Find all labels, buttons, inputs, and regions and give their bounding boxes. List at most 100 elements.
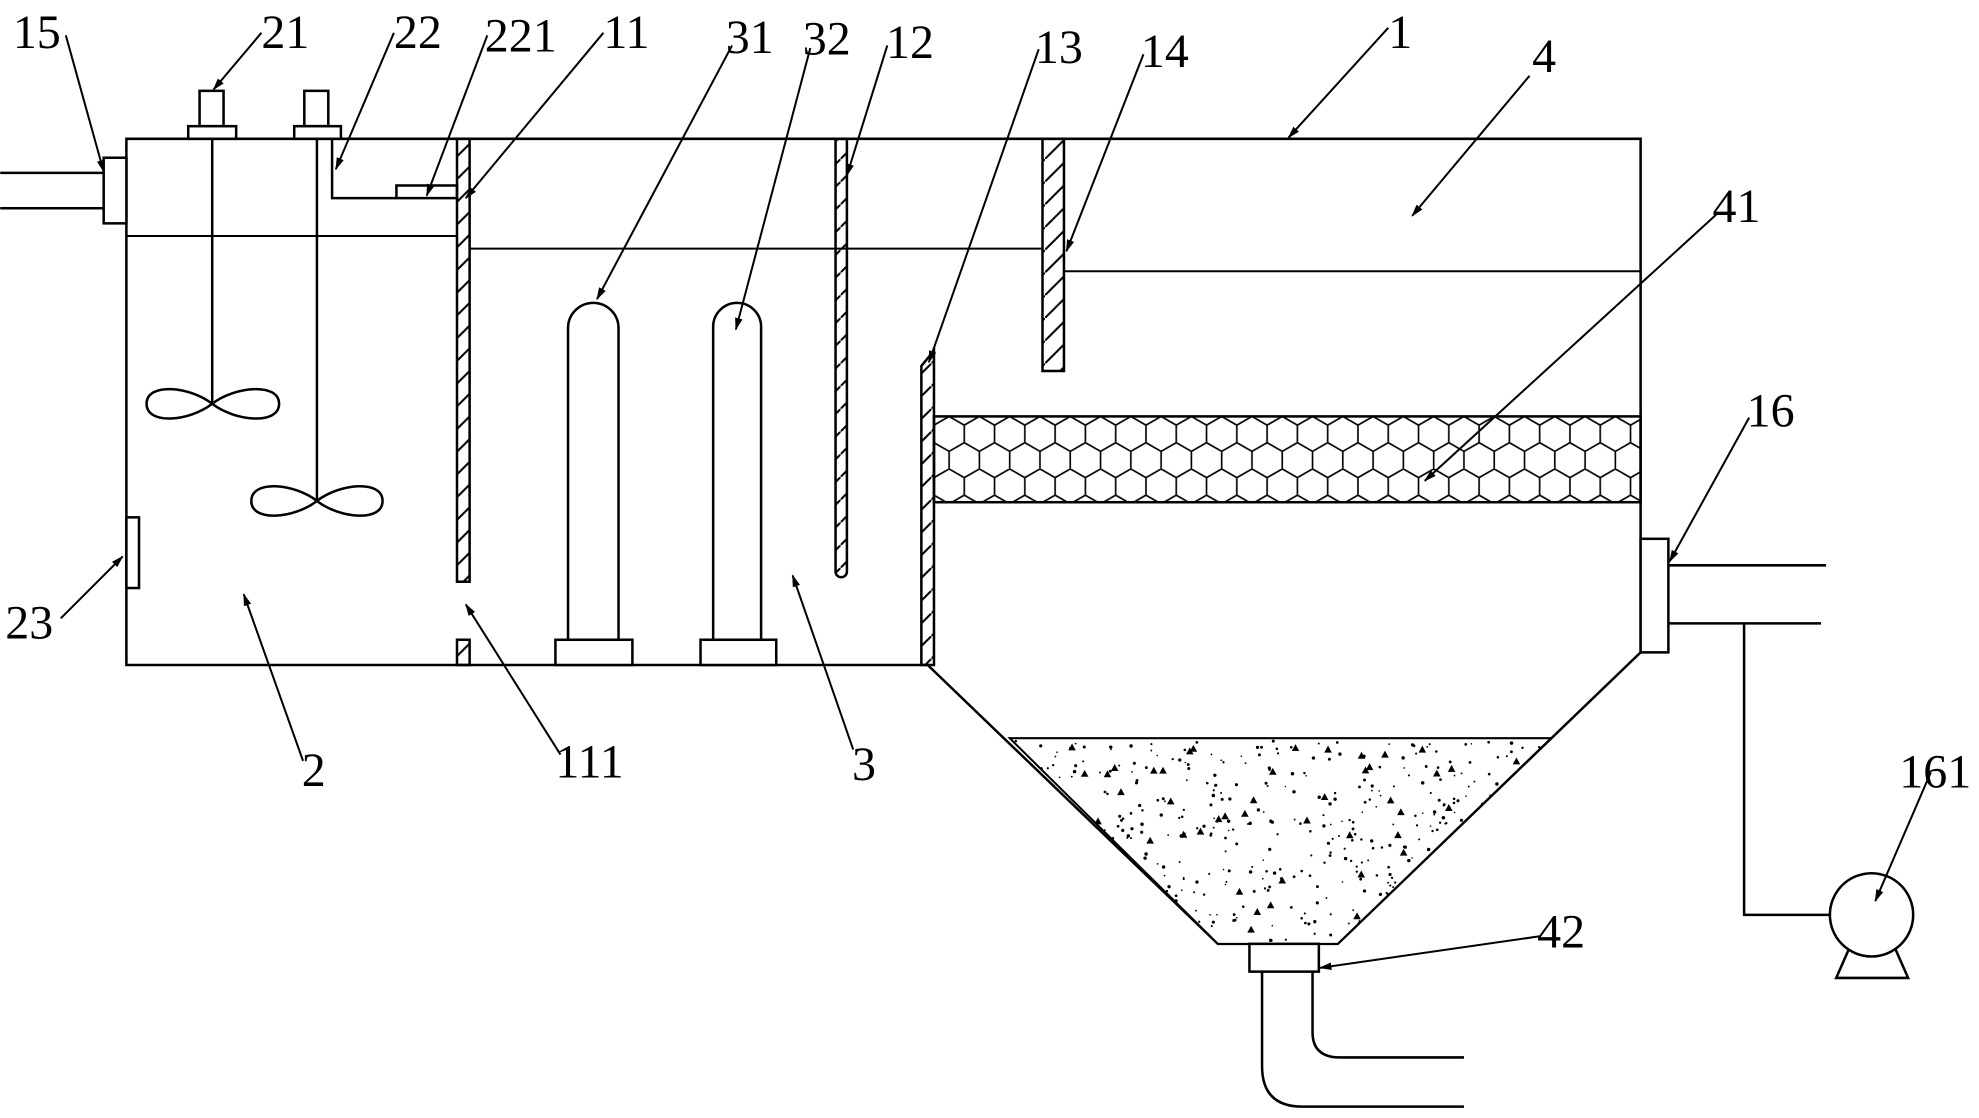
sediment-dot xyxy=(1347,922,1350,925)
sediment-dot xyxy=(1180,921,1184,925)
sediment-dot xyxy=(1410,743,1415,747)
sediment-dot xyxy=(1309,830,1312,833)
sediment-dot xyxy=(1156,798,1160,802)
sediment-dot xyxy=(1388,872,1392,877)
sediment-dot xyxy=(1272,871,1277,875)
sediment-dot xyxy=(1387,865,1390,869)
sediment-dot xyxy=(1458,905,1462,909)
sediment-dot xyxy=(1256,808,1261,812)
sediment-dot xyxy=(1213,773,1217,777)
sediment-dot xyxy=(1111,854,1115,857)
sediment-dot xyxy=(1305,775,1308,777)
sediment-grain xyxy=(1381,750,1389,758)
sediment-dot xyxy=(1505,755,1508,758)
sediment-dot xyxy=(1025,933,1028,936)
sediment-dot xyxy=(1210,753,1213,756)
sediment-grain xyxy=(1044,885,1053,893)
sediment-dot xyxy=(1158,934,1161,937)
sediment-dot xyxy=(1071,846,1075,849)
sediment-grain xyxy=(1353,912,1361,920)
lamp-31 xyxy=(566,301,620,640)
sediment-dot xyxy=(1429,825,1432,827)
sediment-dot xyxy=(1327,757,1331,761)
sediment-dot xyxy=(1328,802,1332,806)
sediment-dot xyxy=(1202,824,1206,828)
sediment-dot xyxy=(1070,902,1074,906)
sediment-dot xyxy=(1178,861,1181,863)
sediment-dot xyxy=(1530,837,1534,841)
leader-line-15 xyxy=(64,35,105,173)
sediment-dot xyxy=(1042,784,1046,788)
sediment-dot xyxy=(1110,748,1112,751)
sediment-dot xyxy=(1329,933,1333,937)
sediment-dot xyxy=(1436,877,1439,880)
sediment-dot xyxy=(1415,824,1419,827)
sediment-dot xyxy=(1333,797,1337,801)
sediment-dot xyxy=(1037,780,1040,783)
leader-line-23 xyxy=(60,555,124,620)
sediment-dot xyxy=(1517,902,1520,905)
sediment-dot xyxy=(1140,830,1144,834)
leader-line-2 xyxy=(242,593,305,762)
sediment-dot xyxy=(1165,889,1169,893)
sediment-dot xyxy=(1176,913,1179,916)
sediment-dot xyxy=(1497,873,1502,877)
sediment-dot xyxy=(1433,860,1437,863)
sediment-dot xyxy=(1125,920,1129,924)
sediment-dot xyxy=(1227,829,1230,832)
sediment-dot xyxy=(1453,774,1456,777)
sediment-dot xyxy=(1323,861,1326,864)
sediment-grain xyxy=(1235,887,1244,895)
sediment-dot xyxy=(1525,810,1528,813)
sediment-dot xyxy=(1010,759,1014,764)
sediment-grain xyxy=(1445,804,1453,811)
sediment-dot xyxy=(1074,827,1078,831)
sediment-dot xyxy=(1445,866,1448,868)
sediment-dot xyxy=(1447,914,1450,918)
part-label-23: 23 xyxy=(5,596,53,649)
sediment-dot xyxy=(1449,896,1452,899)
sediment-dot xyxy=(1292,875,1296,879)
sediment-dot xyxy=(1185,779,1188,782)
sediment-dot xyxy=(1457,840,1461,844)
sediment-dot xyxy=(1503,908,1507,913)
sediment-dot xyxy=(1310,854,1313,857)
sediment-dot xyxy=(1174,894,1178,898)
sediment-dot xyxy=(1120,818,1123,822)
sediment-grain xyxy=(1406,923,1414,931)
sediment-dot xyxy=(1167,885,1171,889)
sediment-dot xyxy=(1453,811,1456,814)
leader-line-21 xyxy=(212,32,263,91)
sediment-dot xyxy=(1419,915,1422,918)
sediment-dot xyxy=(1074,742,1077,745)
sediment-dot xyxy=(1178,758,1182,762)
sediment-grain xyxy=(1345,831,1354,839)
sediment-dot xyxy=(1403,845,1407,849)
sediment-dot xyxy=(1164,922,1168,927)
sediment-grain xyxy=(1394,831,1402,839)
sediment-dot xyxy=(1392,886,1395,889)
sediment-dot xyxy=(1516,847,1520,851)
sediment-dot xyxy=(1473,780,1476,783)
sediment-dot xyxy=(1509,750,1513,754)
sediment-dot xyxy=(1193,891,1196,894)
sediment-dot xyxy=(1075,859,1079,863)
sediment-dot xyxy=(1213,784,1217,787)
part-label-4: 4 xyxy=(1532,30,1556,83)
sediment-dot xyxy=(1210,925,1213,928)
sediment-dot xyxy=(1326,841,1331,845)
sediment-dot xyxy=(1175,931,1178,934)
sediment-dot xyxy=(1078,817,1083,821)
sediment-dot xyxy=(1074,918,1077,921)
sediment-dot xyxy=(1056,751,1058,754)
sediment-grain xyxy=(1196,827,1205,835)
sediment-dot xyxy=(1144,852,1148,856)
sediment-dot xyxy=(1415,752,1418,755)
sediment-dot xyxy=(1196,827,1199,830)
sediment-dot xyxy=(1414,814,1417,818)
sediment-dot xyxy=(1438,821,1442,824)
sediment-dot xyxy=(1496,755,1500,759)
sediment-dot xyxy=(1430,894,1434,898)
sediment-dot xyxy=(1212,789,1215,792)
sediment-dot xyxy=(1146,887,1149,890)
